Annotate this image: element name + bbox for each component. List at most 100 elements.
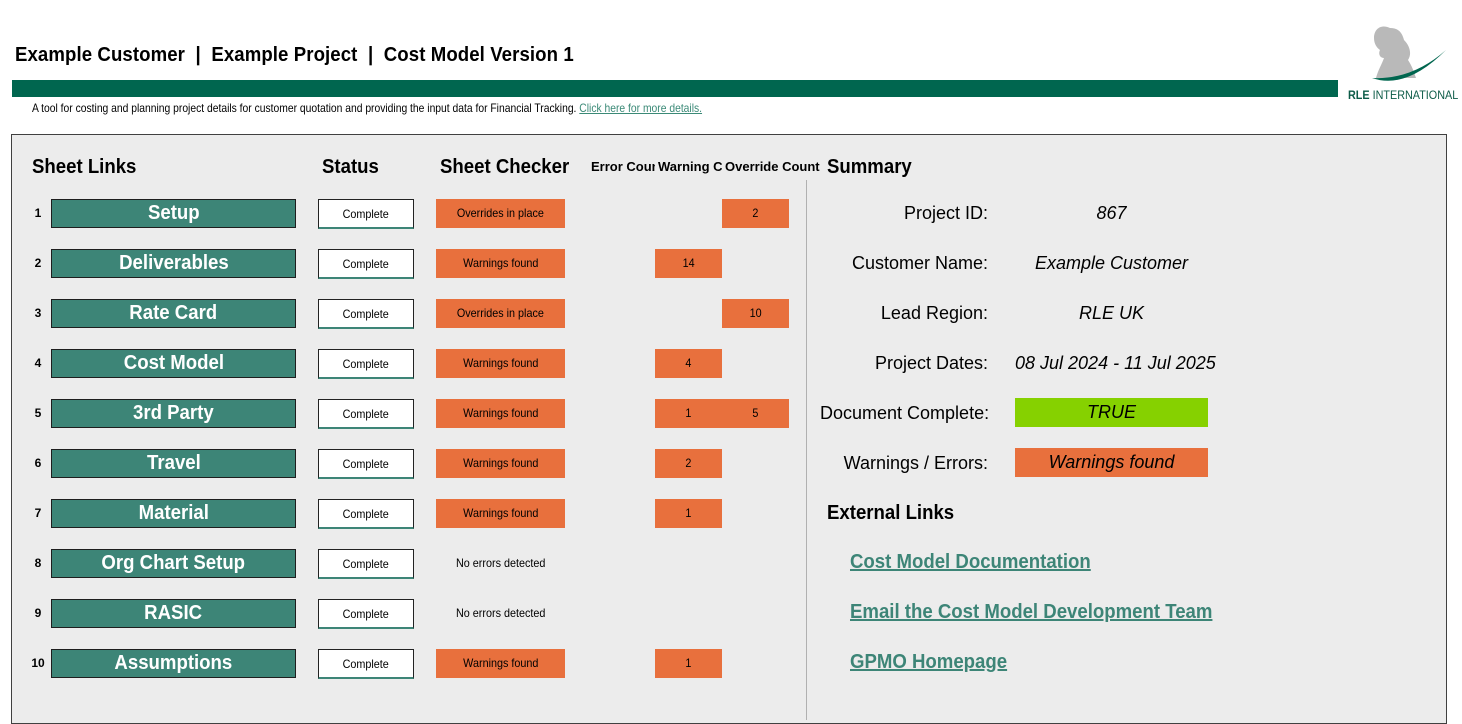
sheet-link-button-text: RASIC [144, 602, 203, 624]
status-box-text: Complete [342, 457, 390, 471]
error-count-heading: Error Count [591, 159, 655, 174]
email-development-team-link[interactable]: Email the Cost Model Development Team [850, 601, 1213, 623]
override-count-cell-text: 5 [752, 406, 759, 420]
warning-count-cell-text: 1 [685, 506, 692, 520]
status-box-text: Complete [342, 507, 390, 521]
row-number-text: 5 [34, 406, 42, 420]
sheet-link-button[interactable]: Deliverables [51, 249, 296, 278]
sheet-checker-text: No errors detected [436, 599, 565, 628]
row-number-text: 1 [34, 206, 42, 220]
warning-count-cell-text: 1 [685, 406, 692, 420]
cost-model-documentation-link[interactable]: Cost Model Documentation [850, 551, 1091, 573]
sheet-link-button[interactable]: RASIC [51, 599, 296, 628]
more-details-link[interactable]: Click here for more details. [579, 101, 703, 115]
external-links-heading: External Links [827, 502, 955, 524]
sheet-link-button[interactable]: 3rd Party [51, 399, 296, 428]
row-number-text: 10 [31, 656, 45, 670]
sheet-link-button-text: 3rd Party [133, 402, 214, 424]
thinker-logo-icon [1372, 26, 1446, 81]
row-number: 1 [28, 206, 48, 220]
status-box: Complete [318, 649, 414, 679]
company-logo [1346, 20, 1458, 104]
warning-count-cell-text: 14 [682, 256, 695, 270]
row-number-text: 2 [34, 256, 42, 270]
override-count-heading: Override Count [725, 159, 820, 174]
row-number-text: 6 [34, 456, 42, 470]
sheet-checker-badge: Overrides in place [436, 199, 565, 228]
status-box: Complete [318, 549, 414, 579]
gpmo-homepage-link[interactable]: GPMO Homepage [850, 651, 1008, 673]
status-box-text: Complete [342, 357, 390, 371]
status-box-text: Complete [342, 557, 390, 571]
warning-count-cell-text: 4 [685, 356, 692, 370]
project-id-value: 867 [1096, 203, 1127, 223]
warnings-errors-value: Warnings found [1015, 448, 1208, 477]
status-box-text: Complete [342, 407, 390, 421]
row-number-text: 4 [34, 356, 42, 370]
sheet-checker-badge-text: Warnings found [462, 456, 539, 470]
project-dates-value: 08 Jul 2024 - 11 Jul 2025 [1015, 353, 1216, 373]
row-number: 7 [28, 506, 48, 520]
sheet-checker-text-text: No errors detected [455, 556, 546, 570]
sheet-checker-badge-text: Warnings found [462, 356, 539, 370]
sheet-checker-badge-text: Warnings found [462, 406, 539, 420]
row-number: 10 [28, 656, 48, 670]
sheet-link-button[interactable]: Cost Model [51, 349, 296, 378]
sheet-checker-text: No errors detected [436, 549, 565, 578]
sheet-checker-badge-text: Overrides in place [456, 206, 545, 220]
sheet-link-button[interactable]: Material [51, 499, 296, 528]
warning-count-cell-text: 1 [685, 656, 692, 670]
status-box: Complete [318, 349, 414, 379]
customer-name-value: Example Customer [1034, 253, 1189, 273]
row-number-text: 9 [34, 606, 42, 620]
sheet-link-button[interactable]: Rate Card [51, 299, 296, 328]
description-text: A tool for costing and planning project … [32, 101, 577, 115]
sheet-checker-text-text: No errors detected [455, 606, 546, 620]
row-number: 8 [28, 556, 48, 570]
row-number-text: 7 [34, 506, 42, 520]
sheet-link-button[interactable]: Assumptions [51, 649, 296, 678]
override-count-cell-text: 2 [752, 206, 759, 220]
override-count-cell: 10 [722, 299, 789, 328]
status-box-text: Complete [342, 257, 390, 271]
status-box-text: Complete [342, 207, 390, 221]
row-number: 3 [28, 306, 48, 320]
logo-wordmark: RLE INTERNATIONAL [1348, 88, 1458, 102]
row-number-text: 3 [34, 306, 42, 320]
document-complete-value: TRUE [1015, 398, 1208, 427]
status-box: Complete [318, 299, 414, 329]
lead-region-label: Lead Region: [880, 303, 988, 323]
sheet-checker-badge: Overrides in place [436, 299, 565, 328]
sheet-checker-badge-text: Warnings found [462, 656, 539, 670]
status-box: Complete [318, 599, 414, 629]
sheet-checker-badge: Warnings found [436, 349, 565, 378]
override-count-cell: 5 [722, 399, 789, 428]
status-box-text: Complete [342, 657, 390, 671]
sheet-checker-badge: Warnings found [436, 649, 565, 678]
sheet-checker-badge-text: Warnings found [462, 506, 539, 520]
warning-count-cell-text: 2 [685, 456, 692, 470]
column-divider [806, 180, 807, 720]
sheet-link-button[interactable]: Travel [51, 449, 296, 478]
sheet-link-button[interactable]: Setup [51, 199, 296, 228]
status-heading: Status [322, 156, 379, 178]
project-id-label: Project ID: [903, 203, 988, 223]
row-number: 5 [28, 406, 48, 420]
status-box: Complete [318, 499, 414, 529]
sheet-link-button-text: Setup [147, 202, 200, 224]
summary-heading: Summary [827, 156, 912, 178]
logo-suffix: INTERNATIONAL [1372, 88, 1459, 102]
logo-brand: RLE [1348, 88, 1370, 102]
sheet-checker-badge: Warnings found [436, 399, 565, 428]
project-dates-label: Project Dates: [874, 353, 988, 373]
customer-name-label: Customer Name: [851, 253, 988, 273]
warning-count-cell: 14 [655, 249, 722, 278]
row-number: 2 [28, 256, 48, 270]
sheet-link-button-text: Travel [146, 452, 201, 474]
override-count-cell-text: 10 [749, 306, 762, 320]
warning-count-cell: 4 [655, 349, 722, 378]
warning-count-heading: Warning Count [658, 159, 722, 174]
row-number: 6 [28, 456, 48, 470]
sheet-link-button[interactable]: Org Chart Setup [51, 549, 296, 578]
sheet-checker-badge: Warnings found [436, 499, 565, 528]
